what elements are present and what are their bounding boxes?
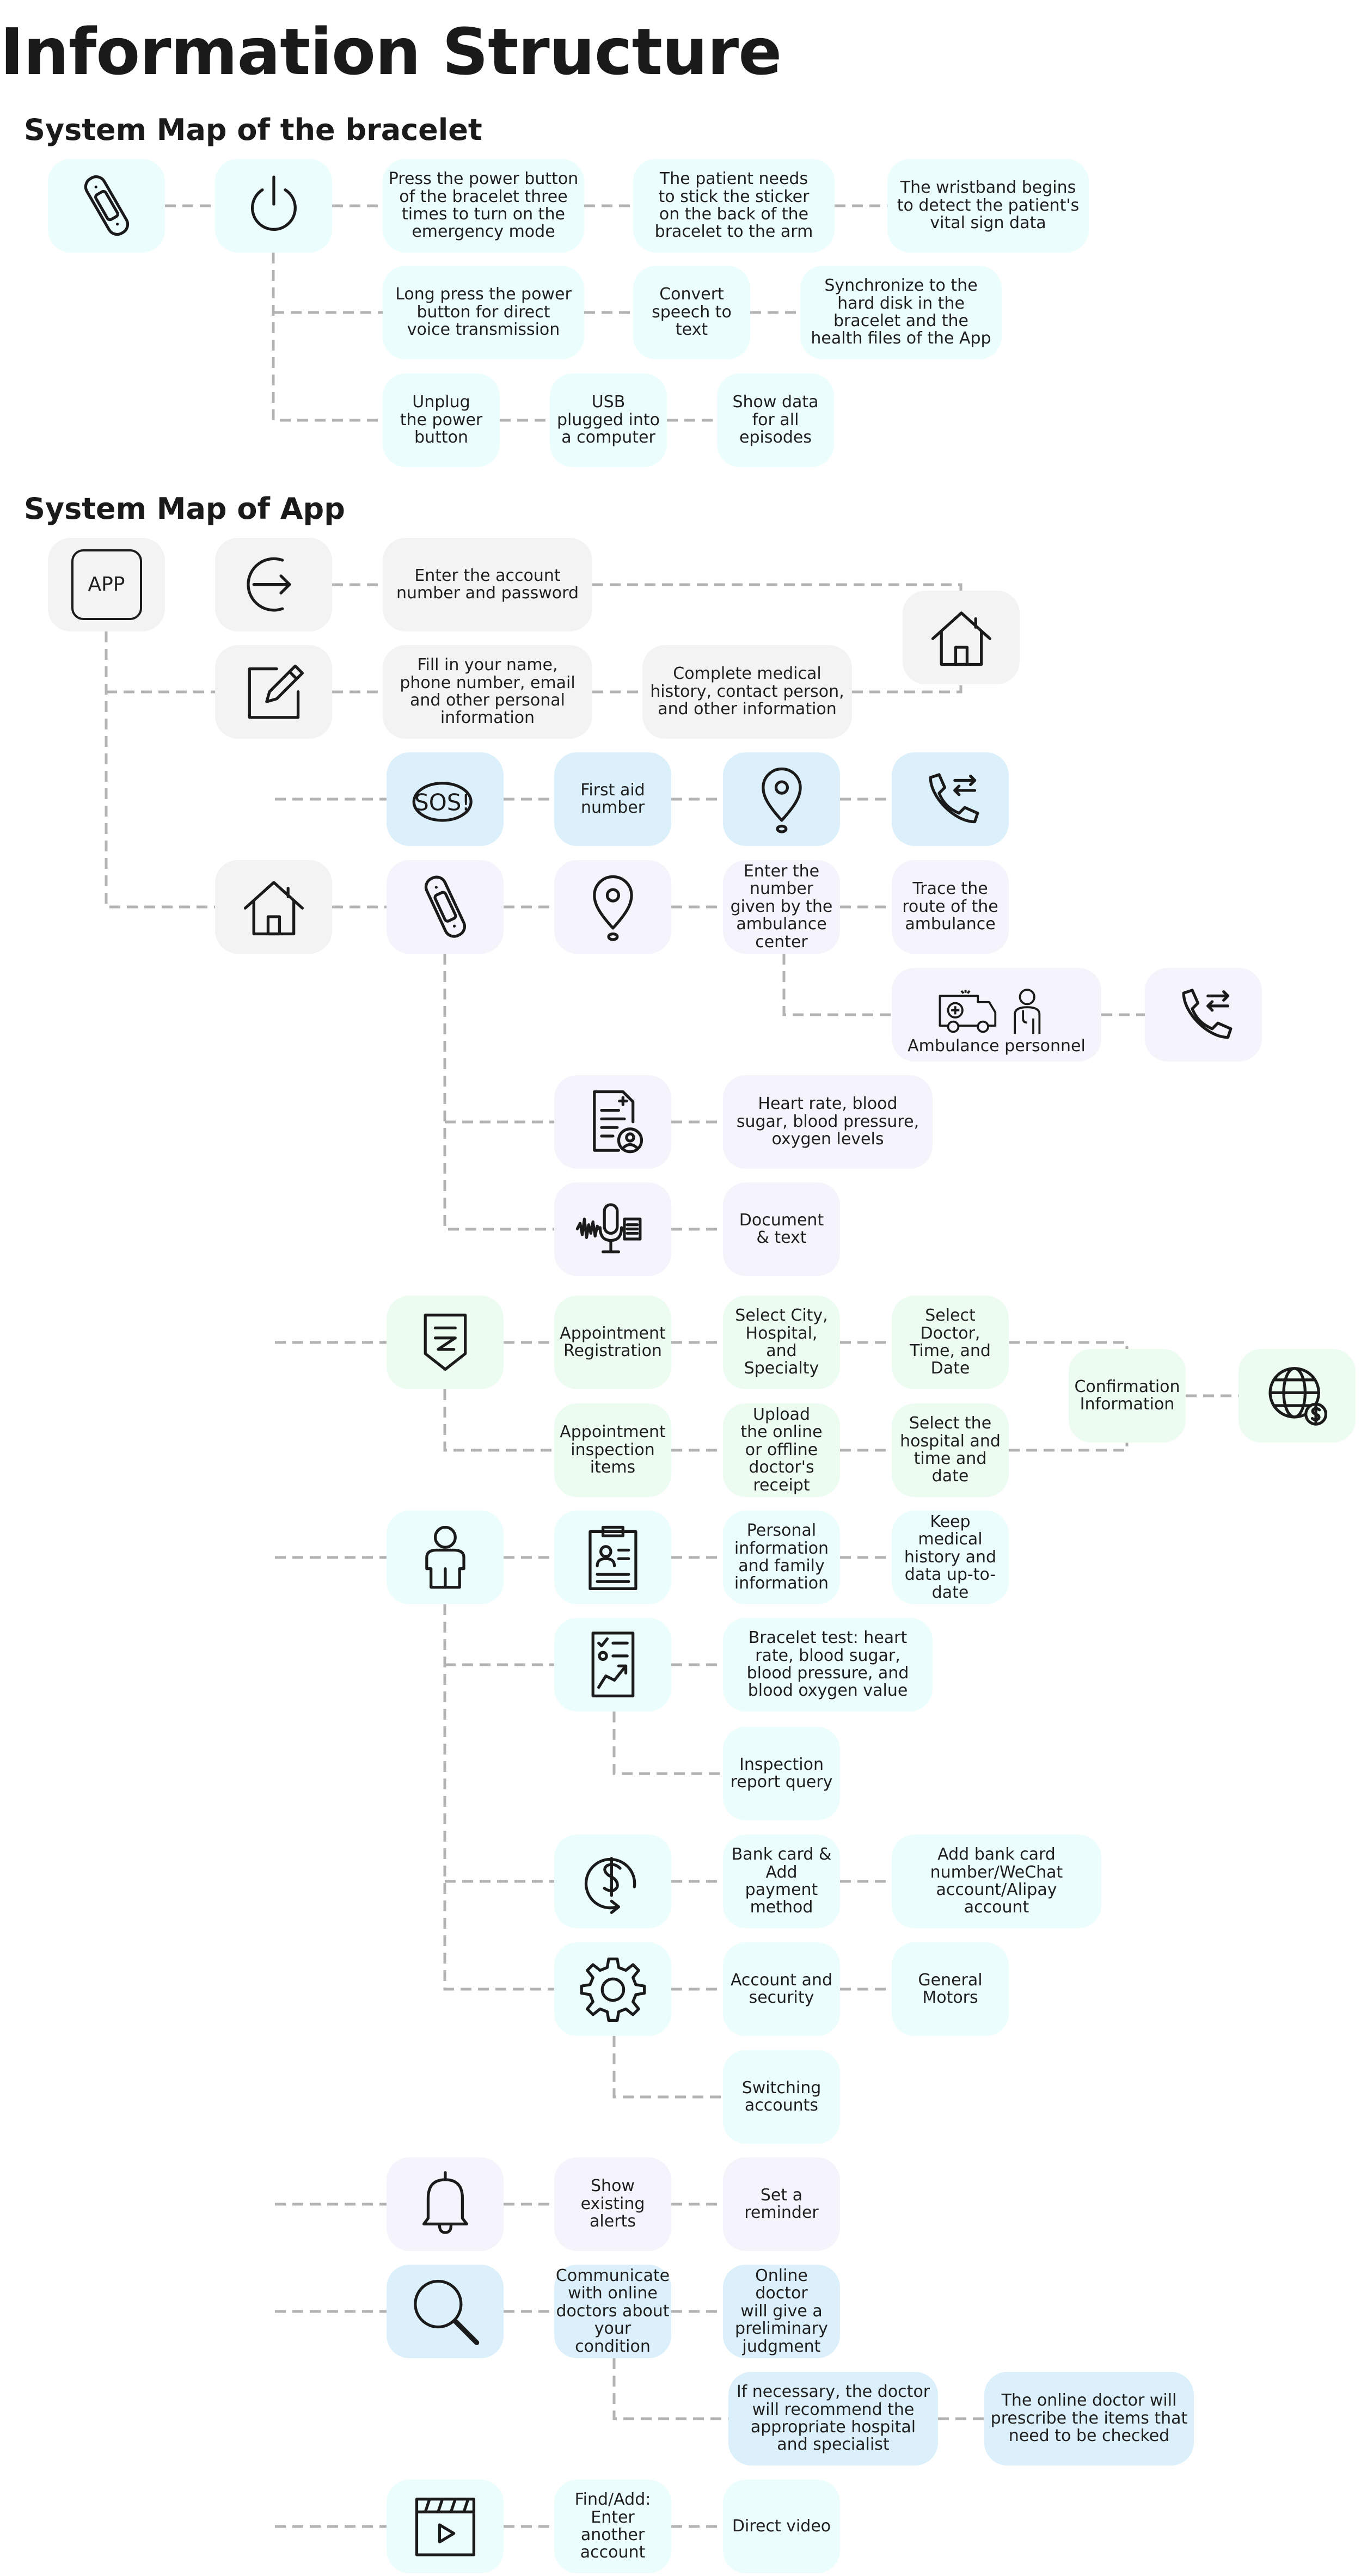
node-trace-route: Trace the route of the ambulance bbox=[892, 860, 1009, 954]
voice-document-icon bbox=[554, 1182, 671, 1276]
node-unplug: Unplug the power button bbox=[383, 373, 500, 467]
node-bank-card: Bank card & Add payment method bbox=[723, 1835, 840, 1928]
phone-transfer-icon-2 bbox=[1145, 968, 1262, 1062]
node-confirmation: Confirmation Information bbox=[1069, 1349, 1186, 1443]
node-vitals: Heart rate, blood sugar, blood pressure,… bbox=[723, 1075, 933, 1169]
home-app-icon bbox=[215, 860, 332, 954]
node-recommend: If necessary, the doctor will recommend … bbox=[728, 2372, 938, 2465]
connector-line bbox=[105, 631, 215, 909]
bell-icon bbox=[387, 2157, 504, 2251]
search-icon bbox=[387, 2265, 504, 2358]
app-label: APP bbox=[71, 549, 142, 620]
globe-payment-icon bbox=[1239, 1349, 1356, 1443]
connector-line bbox=[1009, 1443, 1129, 1452]
connector-line bbox=[612, 2358, 728, 2420]
connector-line bbox=[612, 2036, 723, 2099]
phone-transfer-icon bbox=[892, 752, 1009, 846]
node-preliminary: Online doctor will give a preliminary ju… bbox=[723, 2265, 840, 2358]
node-bracelet-test: Bracelet test: heart rate, blood sugar, … bbox=[723, 1618, 933, 1712]
node-show-data: Show data for all episodes bbox=[717, 373, 834, 467]
sos-icon: SOS! bbox=[387, 752, 504, 846]
node-appointment-items: Appointment inspection items bbox=[554, 1403, 671, 1497]
checklist-chart-icon bbox=[554, 1618, 671, 1712]
node-enter-number: Enter the number given by the ambulance … bbox=[723, 860, 840, 954]
ambulance-icon bbox=[939, 989, 1041, 1034]
node-long-press: Long press the power button for direct v… bbox=[383, 266, 584, 359]
settings-gear-icon bbox=[554, 1942, 671, 2036]
connector-line bbox=[443, 954, 554, 1231]
node-document-text: Document & text bbox=[723, 1182, 840, 1276]
node-personal-info: Personal information and family informat… bbox=[723, 1511, 840, 1604]
person-icon bbox=[387, 1511, 504, 1604]
node-login: Enter the account number and password bbox=[383, 538, 592, 631]
node-fill-info: Fill in your name, phone number, email a… bbox=[383, 645, 592, 739]
node-select-doctor: Select Doctor, Time, and Date bbox=[892, 1296, 1009, 1389]
node-first-aid: First aid number bbox=[554, 752, 671, 846]
connector-line bbox=[852, 684, 962, 694]
sos-text: SOS! bbox=[414, 789, 470, 816]
node-switching-accounts: Switching accounts bbox=[723, 2050, 840, 2144]
node-account-security: Account and security bbox=[723, 1942, 840, 2036]
node-detect-vitals: The wristband begins to detect the patie… bbox=[887, 159, 1089, 253]
node-set-reminder: Set a reminder bbox=[723, 2157, 840, 2251]
node-upload-receipt: Upload the online or offline doctor's re… bbox=[723, 1403, 840, 1497]
node-communicate: Communicate with online doctors about yo… bbox=[554, 2265, 671, 2358]
node-keep-history: Keep medical history and data up-to- dat… bbox=[892, 1511, 1009, 1604]
home-icon bbox=[903, 591, 1020, 684]
node-inspection-report: Inspection report query bbox=[723, 1727, 840, 1820]
connector-line bbox=[443, 1604, 554, 1991]
edit-icon bbox=[215, 645, 332, 739]
payment-dollar-icon bbox=[554, 1835, 671, 1928]
connector-line bbox=[592, 583, 962, 591]
medical-report-icon bbox=[554, 1075, 671, 1169]
node-sticker: The patient needs to stick the sticker o… bbox=[633, 159, 835, 253]
node-prescribe: The online doctor will prescribe the ite… bbox=[984, 2372, 1194, 2465]
node-select-hospital: Select the hospital and time and date bbox=[892, 1403, 1009, 1497]
section-title-app: System Map of App bbox=[24, 492, 345, 526]
bracelet-icon bbox=[48, 159, 165, 253]
connector-line bbox=[1009, 1341, 1129, 1349]
app-node: APP bbox=[48, 538, 165, 631]
node-appointment-registration: Appointment Registration bbox=[554, 1296, 671, 1389]
node-find-add: Find/Add: Enter another account bbox=[554, 2480, 671, 2573]
video-clapper-icon bbox=[387, 2480, 504, 2573]
bracelet-app-icon bbox=[387, 860, 504, 954]
node-show-alerts: Show existing alerts bbox=[554, 2157, 671, 2251]
node-usb: USB plugged into a computer bbox=[550, 373, 667, 467]
page-title: Information Structure bbox=[0, 14, 782, 89]
node-direct-video: Direct video bbox=[723, 2480, 840, 2573]
node-ambulance-personnel: Ambulance personnel bbox=[892, 968, 1101, 1062]
node-select-city: Select City, Hospital, and Specialty bbox=[723, 1296, 840, 1389]
login-icon bbox=[215, 538, 332, 631]
node-add-bank: Add bank card number/WeChat account/Alip… bbox=[892, 1835, 1101, 1928]
section-title-bracelet: System Map of the bracelet bbox=[24, 113, 482, 147]
location-pin-icon bbox=[723, 752, 840, 846]
node-general: General Motors bbox=[892, 1942, 1009, 2036]
clipboard-profile-icon bbox=[554, 1511, 671, 1604]
power-icon bbox=[215, 159, 332, 253]
node-sync: Synchronize to the hard disk in the brac… bbox=[800, 266, 1002, 359]
node-power-emergency: Press the power button of the bracelet t… bbox=[383, 159, 584, 253]
node-medical-history: Complete medical history, contact person… bbox=[642, 645, 852, 739]
connector-line bbox=[443, 1389, 554, 1452]
connector-line bbox=[272, 253, 383, 422]
connector-line bbox=[782, 954, 892, 1016]
node-speech-to-text: Convert speech to text bbox=[633, 266, 750, 359]
location-icon bbox=[554, 860, 671, 954]
connector-line bbox=[612, 1712, 723, 1775]
registration-shield-icon bbox=[387, 1296, 504, 1389]
